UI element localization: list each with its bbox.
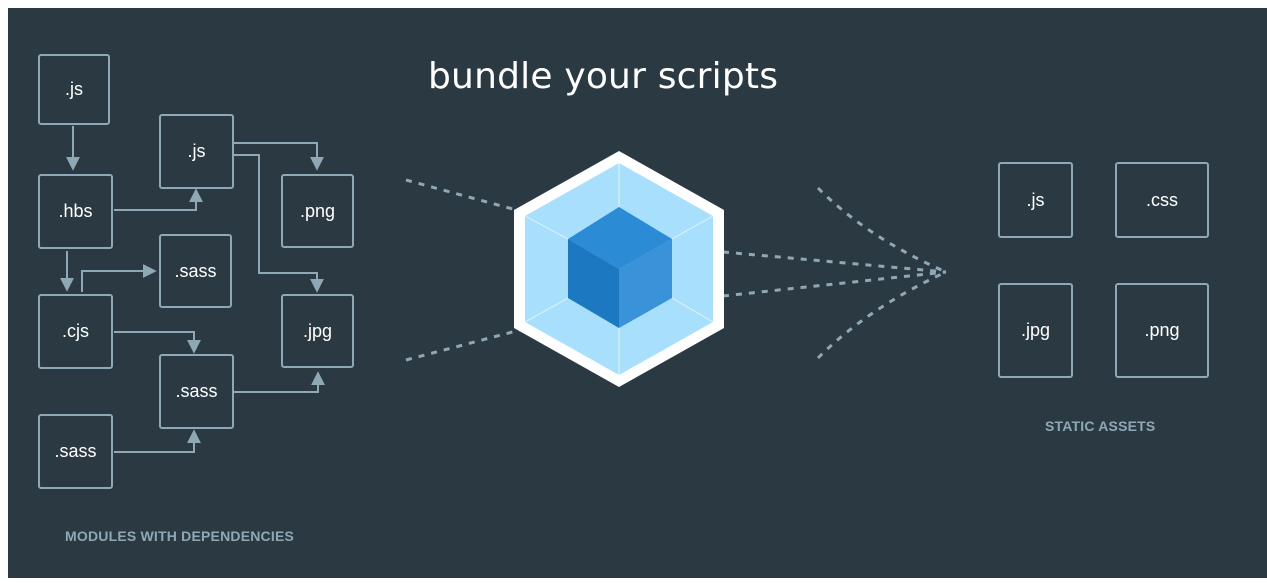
module-sass-b: .sass [159, 354, 234, 429]
module-sass-c: .sass [38, 414, 113, 489]
asset-js: .js [998, 162, 1073, 238]
module-png: .png [281, 174, 354, 248]
module-sass-a: .sass [159, 234, 232, 308]
modules-caption: MODULES WITH DEPENDENCIES [65, 528, 295, 544]
outgoing-flow-top [722, 250, 947, 274]
edge-cjs-to-sass-b [114, 331, 201, 354]
module-jpg: .jpg [281, 294, 354, 368]
module-js-mid: .js [159, 114, 234, 189]
module-hbs: .hbs [38, 174, 113, 249]
asset-png: .png [1115, 283, 1209, 378]
webpack-cube-icon [514, 151, 724, 387]
incoming-flow-bottom [405, 328, 521, 362]
outgoing-flow-bottom [722, 270, 947, 298]
diagram-canvas: bundle your scripts [8, 8, 1267, 578]
edge-hbs-to-js [114, 188, 203, 211]
incoming-flow [405, 178, 521, 362]
module-cjs: .cjs [38, 294, 113, 369]
edge-js-to-png [234, 142, 324, 171]
assets-caption: STATIC ASSETS [1045, 418, 1156, 434]
outgoing-flow-upper-curve [816, 186, 947, 274]
incoming-flow-top [405, 178, 521, 213]
edge-cjs-to-sass [81, 264, 157, 292]
asset-jpg: .jpg [998, 283, 1073, 378]
diagram-connectors [60, 126, 947, 453]
edge-js-to-jpg [234, 154, 324, 293]
diagram-title: bundle your scripts [428, 56, 779, 97]
outgoing-flow [722, 186, 947, 360]
outgoing-flow-lower-curve [816, 270, 947, 360]
module-js-top: .js [38, 54, 110, 125]
edge-sass-c-to-sass-b [114, 429, 201, 453]
asset-css: .css [1115, 162, 1209, 238]
edge-sass-b-to-jpg [234, 371, 325, 393]
